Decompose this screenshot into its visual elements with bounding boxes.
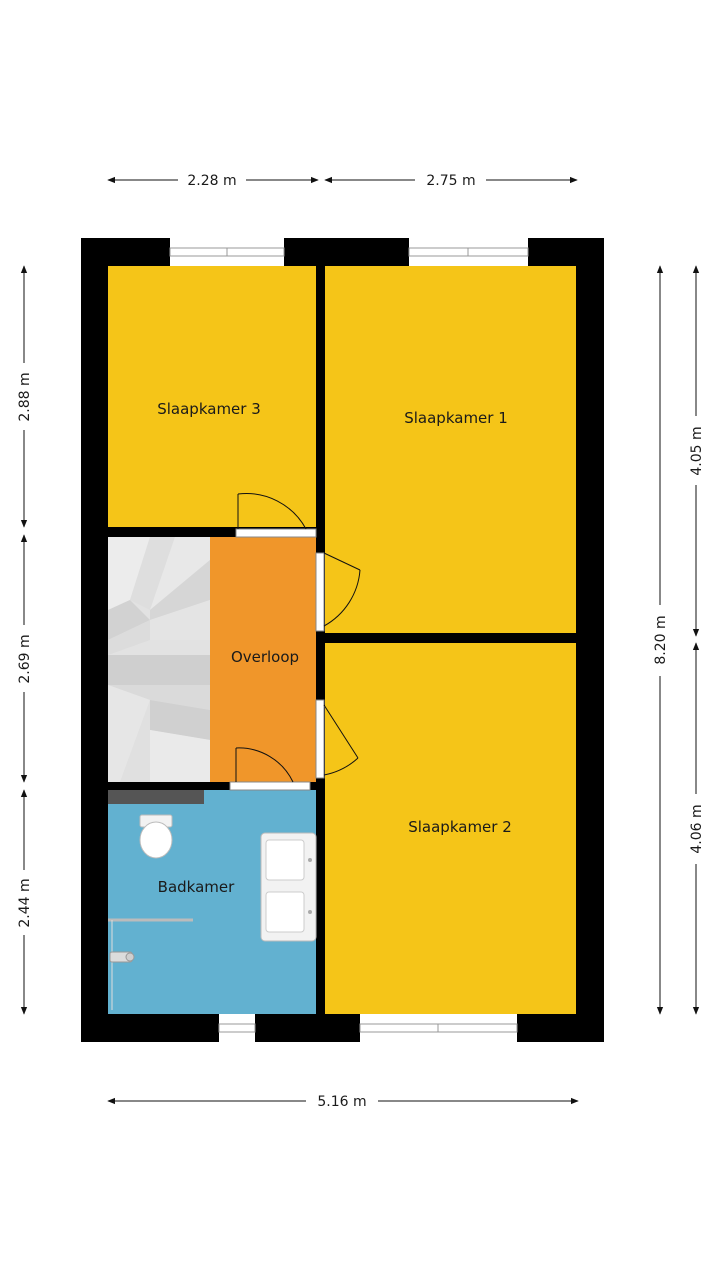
door-bedroom-3 [235, 493, 317, 538]
label-bedroom-1: Slaapkamer 1 [404, 409, 508, 427]
room-bedroom-1 [325, 266, 576, 633]
window-bottom-small [218, 1014, 256, 1042]
window-bottom-large [359, 1014, 518, 1042]
svg-text:2.75 m: 2.75 m [426, 173, 475, 189]
toilet [139, 814, 173, 859]
dim-right-total: 8.20 m [653, 265, 669, 1015]
room-bedroom-2 [325, 643, 576, 1014]
stairs [108, 537, 210, 782]
window-top-left [169, 238, 285, 266]
svg-text:5.16 m: 5.16 m [317, 1094, 366, 1110]
dim-right-top: 4.05 m [689, 265, 705, 637]
double-sink [260, 832, 317, 942]
dim-top-left: 2.28 m [107, 173, 319, 189]
svg-text:2.44 m: 2.44 m [17, 878, 33, 927]
dim-left-mid: 2.69 m [17, 534, 33, 783]
room-landing [210, 537, 316, 782]
dim-left-top: 2.88 m [17, 265, 33, 528]
label-bedroom-2: Slaapkamer 2 [408, 818, 512, 836]
partition-slab [108, 790, 204, 804]
svg-text:4.06 m: 4.06 m [689, 804, 705, 853]
label-bedroom-3: Slaapkamer 3 [157, 400, 261, 418]
svg-text:4.05 m: 4.05 m [689, 426, 705, 475]
dim-bottom-total: 5.16 m [107, 1094, 579, 1110]
svg-text:2.69 m: 2.69 m [17, 634, 33, 683]
label-landing: Overloop [231, 648, 299, 666]
dim-left-bottom: 2.44 m [17, 789, 33, 1015]
svg-text:2.88 m: 2.88 m [17, 372, 33, 421]
door-bedroom-1 [315, 552, 361, 632]
dim-right-bottom: 4.06 m [689, 642, 705, 1015]
room-bedroom-3 [108, 266, 316, 527]
door-bathroom [229, 747, 311, 791]
window-top-right [408, 238, 529, 266]
svg-text:2.28 m: 2.28 m [187, 173, 236, 189]
svg-text:8.20 m: 8.20 m [653, 615, 669, 664]
shower [108, 918, 193, 1010]
door-bedroom-2 [315, 699, 359, 779]
dim-top-right: 2.75 m [324, 173, 578, 189]
label-bathroom: Badkamer [158, 878, 235, 896]
